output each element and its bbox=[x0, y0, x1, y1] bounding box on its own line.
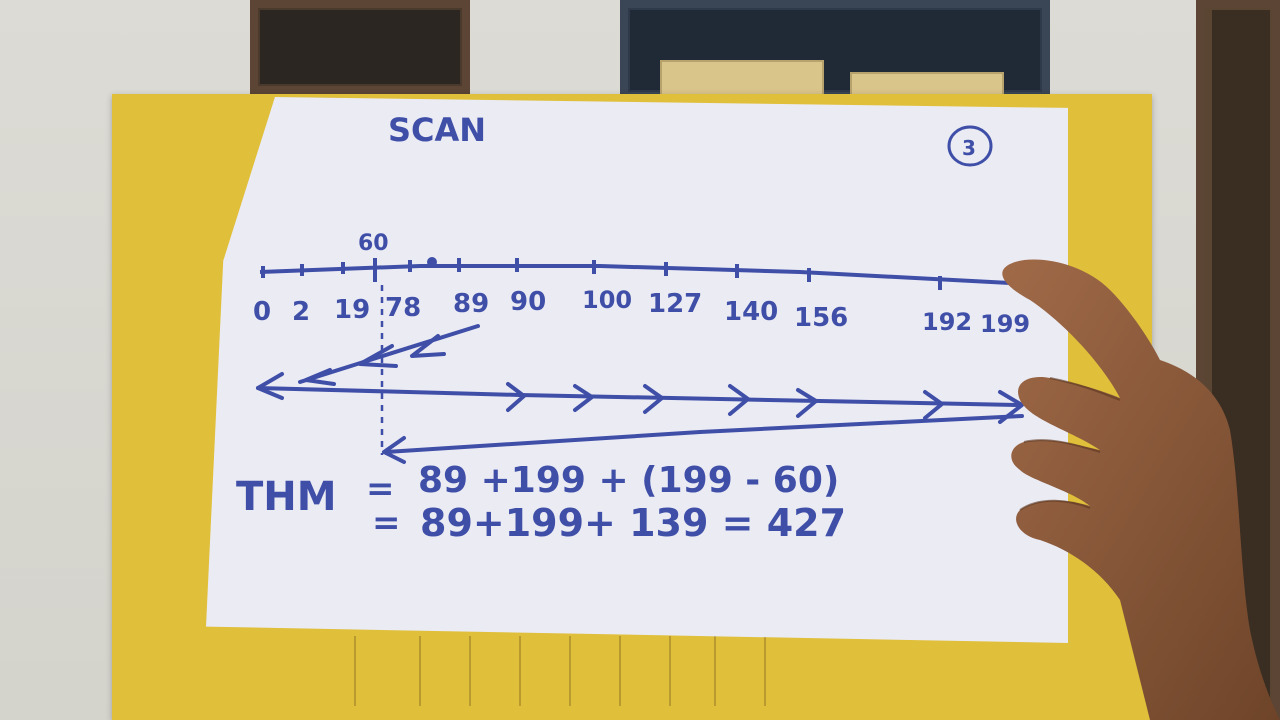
head-dot bbox=[427, 257, 437, 267]
track-label: 192 bbox=[922, 308, 972, 336]
track-label: 100 bbox=[582, 286, 632, 314]
track-label: 0 bbox=[253, 297, 271, 327]
wooden-shelf-left bbox=[250, 0, 470, 94]
track-label: 19 bbox=[334, 295, 370, 325]
page-number: 3 bbox=[962, 136, 976, 160]
track-labels: 0 2 19 78 89 90 100 127 140 156 192 199 bbox=[253, 286, 1030, 338]
equation-lhs: THM bbox=[236, 474, 337, 520]
hand-shape bbox=[1002, 259, 1280, 720]
equation-equals-2: = bbox=[372, 503, 401, 543]
track-label: 140 bbox=[724, 297, 778, 327]
equation-line-1: 89 +199 + (199 - 60) bbox=[418, 460, 839, 501]
handwritten-paper bbox=[206, 97, 1068, 643]
track-axis-line bbox=[259, 264, 1011, 285]
track-label: 90 bbox=[510, 287, 546, 317]
equation-line-2: 89+199+ 139 = 427 bbox=[420, 501, 846, 545]
track-label: 2 bbox=[292, 297, 310, 327]
title-text: SCAN bbox=[388, 111, 486, 149]
scan-arrows bbox=[256, 324, 1024, 464]
page-number-circle bbox=[947, 125, 993, 167]
clipboard-stripes bbox=[354, 636, 766, 706]
track-ticks bbox=[261, 258, 942, 290]
head-marker-label: 60 bbox=[358, 231, 389, 256]
cardboard-box-left bbox=[660, 60, 824, 100]
equation-equals-1: = bbox=[366, 469, 395, 509]
track-label: 78 bbox=[385, 293, 421, 323]
track-label: 89 bbox=[453, 289, 489, 319]
hand-image bbox=[1002, 259, 1280, 720]
track-label: 199 bbox=[980, 310, 1030, 338]
track-label: 156 bbox=[794, 303, 848, 333]
track-label: 127 bbox=[648, 289, 702, 319]
